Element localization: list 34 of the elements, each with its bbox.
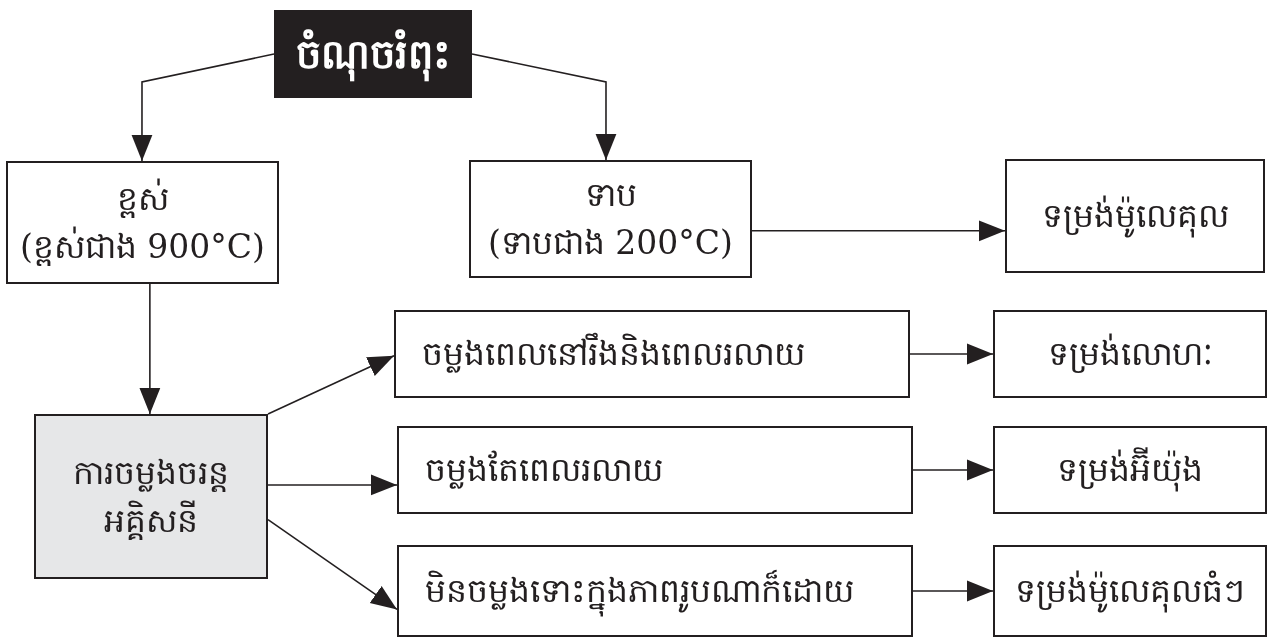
box-text: (ខ្ពស់ជាង 900°C) — [20, 225, 265, 268]
process-box — [34, 414, 268, 579]
arrow — [471, 53, 617, 161]
arrow — [267, 518, 398, 611]
box-text: មិនចម្លងទោះក្នុងភាពរូបណាក៏ដោយ — [425, 567, 854, 615]
arrow — [909, 343, 994, 365]
arrow — [267, 474, 398, 496]
arrow — [751, 220, 1006, 242]
arrow — [131, 53, 275, 162]
box-text: (ទាបជាង 200°C) — [488, 222, 733, 264]
box-text: ទម្រង់លោហៈ — [1047, 332, 1213, 376]
box-text: ចម្លងពេលនៅរឹងនិងពេលរលាយ — [422, 331, 805, 376]
arrow — [912, 580, 994, 602]
process-box — [993, 545, 1267, 637]
box-text: ទម្រង់ម៉ូលេគុល — [1041, 194, 1229, 240]
process-box — [6, 161, 279, 284]
process-box — [397, 545, 913, 637]
arrow — [139, 283, 161, 415]
process-box — [469, 160, 752, 278]
process-box — [394, 310, 910, 398]
box-text: ខ្ពស់ — [116, 177, 169, 220]
arrow — [267, 354, 395, 415]
box-text: ការចម្លងចរន្ត អគ្គិសនី — [72, 451, 230, 542]
box-text: ទាប — [584, 174, 637, 217]
process-box — [397, 426, 913, 514]
arrow — [912, 459, 994, 481]
title-box — [274, 10, 472, 98]
box-text: ចំណុចរំពុះ — [295, 25, 451, 83]
process-box — [993, 426, 1267, 514]
process-box — [1005, 159, 1265, 273]
box-text: ចម្លងតែពេលរលាយ — [425, 449, 663, 492]
process-box — [993, 310, 1267, 398]
box-text: ទម្រង់អ៊ីយ៉ុង — [1057, 446, 1203, 494]
box-text: ទម្រង់ម៉ូលេគុលធំៗ — [1015, 569, 1245, 615]
